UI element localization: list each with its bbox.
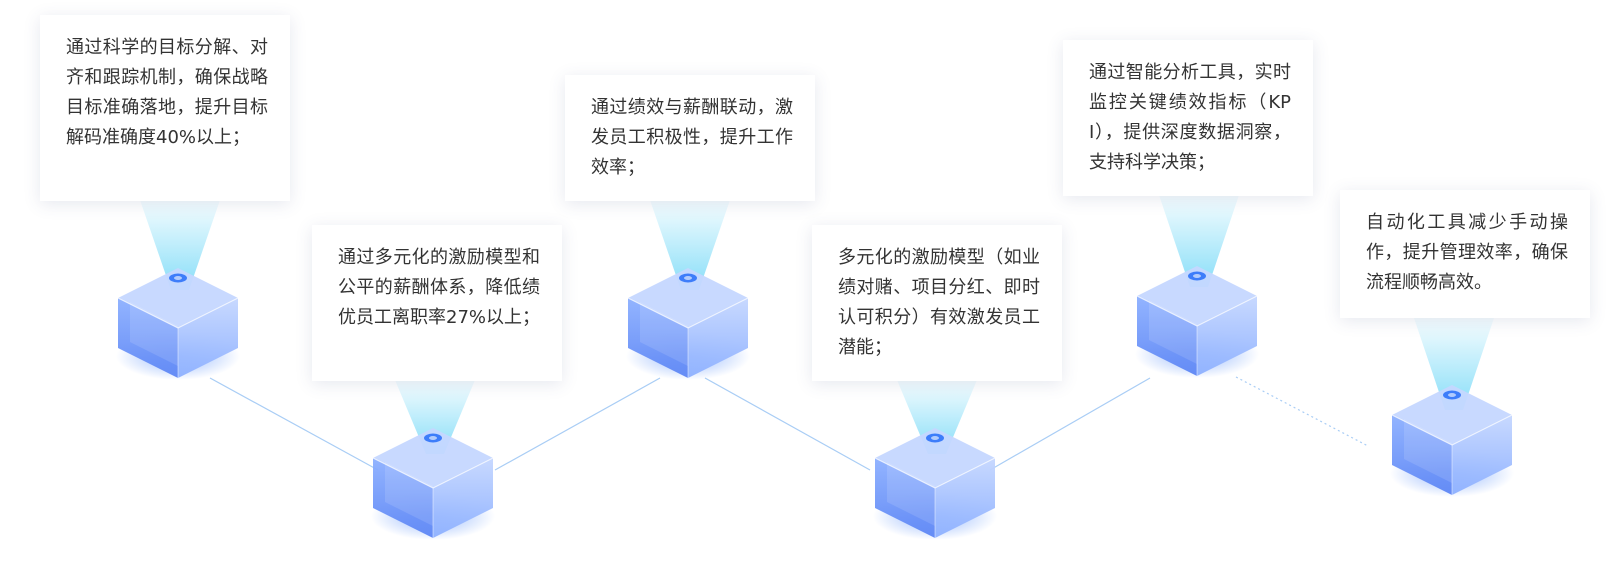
cube-icon-2: [371, 428, 495, 540]
light-beam-4: [897, 380, 977, 454]
step-card-3: 通过绩效与薪酬联动，激发员工积极性，提升工作效率；: [565, 75, 815, 201]
step-card-2: 通过多元化的激励模型和公平的薪酬体系，降低绩优员工离职率27%以上；: [312, 225, 562, 381]
cube-icon-4: [873, 428, 997, 540]
step-text-1: 通过科学的目标分解、对齐和跟踪机制，确保战略目标准确落地，提升目标解码准确度40…: [66, 37, 268, 148]
light-beam-2: [395, 380, 475, 454]
cube-icon-6: [1390, 385, 1514, 497]
light-beam-3: [650, 200, 730, 290]
connector-line-2-3: [494, 377, 661, 471]
step-text-3: 通过绩效与薪酬联动，激发员工积极性，提升工作效率；: [591, 97, 793, 178]
cube-icon-1: [116, 268, 240, 380]
step-card-4: 多元化的激励模型（如业绩对赌、项目分红、即时认可积分）有效激发员工潜能；: [812, 225, 1062, 381]
step-text-5: 通过智能分析工具，实时监控关键绩效指标（KPI），提供深度数据洞察，支持科学决策…: [1089, 62, 1291, 173]
step-card-5: 通过智能分析工具，实时监控关键绩效指标（KPI），提供深度数据洞察，支持科学决策…: [1063, 40, 1313, 196]
step-text-2: 通过多元化的激励模型和公平的薪酬体系，降低绩优员工离职率27%以上；: [338, 247, 541, 328]
connector-line-4-5: [989, 377, 1151, 471]
step-card-1: 通过科学的目标分解、对齐和跟踪机制，确保战略目标准确落地，提升目标解码准确度40…: [40, 15, 290, 201]
connector-line-3-4: [704, 377, 871, 471]
connector-line-1-2: [209, 377, 379, 471]
light-beam-6: [1414, 318, 1494, 410]
step-card-6: 自动化工具减少手动操作，提升管理效率，确保流程顺畅高效。: [1340, 190, 1590, 318]
light-beam-5: [1159, 195, 1239, 287]
light-beam-1: [140, 200, 220, 290]
cube-icon-3: [626, 268, 750, 380]
step-text-6: 自动化工具减少手动操作，提升管理效率，确保流程顺畅高效。: [1366, 212, 1568, 293]
cube-icon-5: [1135, 266, 1259, 378]
step-text-4: 多元化的激励模型（如业绩对赌、项目分红、即时认可积分）有效激发员工潜能；: [838, 247, 1040, 358]
